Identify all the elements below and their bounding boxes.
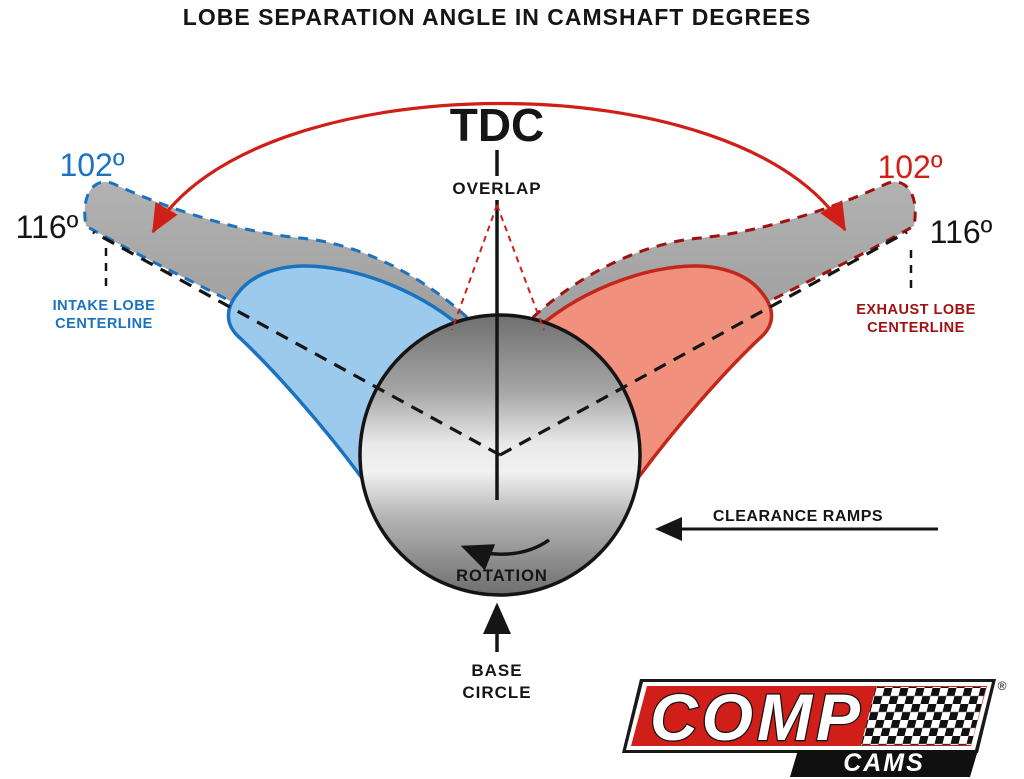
rotation-label: ROTATION bbox=[456, 567, 548, 585]
base-circle-label-line1: BASE bbox=[471, 661, 522, 680]
comp-cams-logo: COMP CAMS ® bbox=[622, 679, 1007, 777]
diagram-title: LOBE SEPARATION ANGLE IN CAMSHAFT DEGREE… bbox=[183, 4, 811, 30]
clearance-ramps-label: CLEARANCE RAMPS bbox=[713, 508, 883, 525]
overlap-label: OVERLAP bbox=[452, 179, 541, 198]
logo-sub-text: CAMS bbox=[843, 749, 925, 777]
lobe-separation-arc bbox=[151, 101, 847, 234]
base-circle-label-line2: CIRCLE bbox=[462, 683, 531, 702]
intake-centerline-dashed bbox=[92, 230, 501, 457]
exhaust-centerline-label-line2: CENTERLINE bbox=[867, 320, 965, 336]
logo-checkered-flag bbox=[861, 687, 986, 745]
exhaust-advanced-angle-label: 102º bbox=[877, 149, 942, 185]
intake-centerline-label-line1: INTAKE LOBE bbox=[53, 298, 156, 314]
exhaust-centerline-label-line1: EXHAUST LOBE bbox=[856, 302, 976, 318]
overlap-right-dashed-line bbox=[496, 204, 545, 331]
exhaust-centerline-dashed bbox=[499, 230, 908, 457]
logo-sub-strip bbox=[790, 750, 978, 777]
tdc-label: TDC bbox=[450, 99, 545, 151]
logo-brand-text: COMP bbox=[650, 680, 864, 754]
logo-registered-mark: ® bbox=[998, 679, 1007, 693]
overlap-left-dashed-line bbox=[451, 204, 498, 331]
intake-advanced-angle-label: 102º bbox=[59, 147, 124, 183]
intake-centerline-label-line2: CENTERLINE bbox=[55, 316, 153, 332]
rotation-arrow bbox=[460, 538, 551, 571]
exhaust-angle-label: 116º bbox=[930, 214, 993, 250]
intake-angle-label: 116º bbox=[16, 209, 79, 245]
